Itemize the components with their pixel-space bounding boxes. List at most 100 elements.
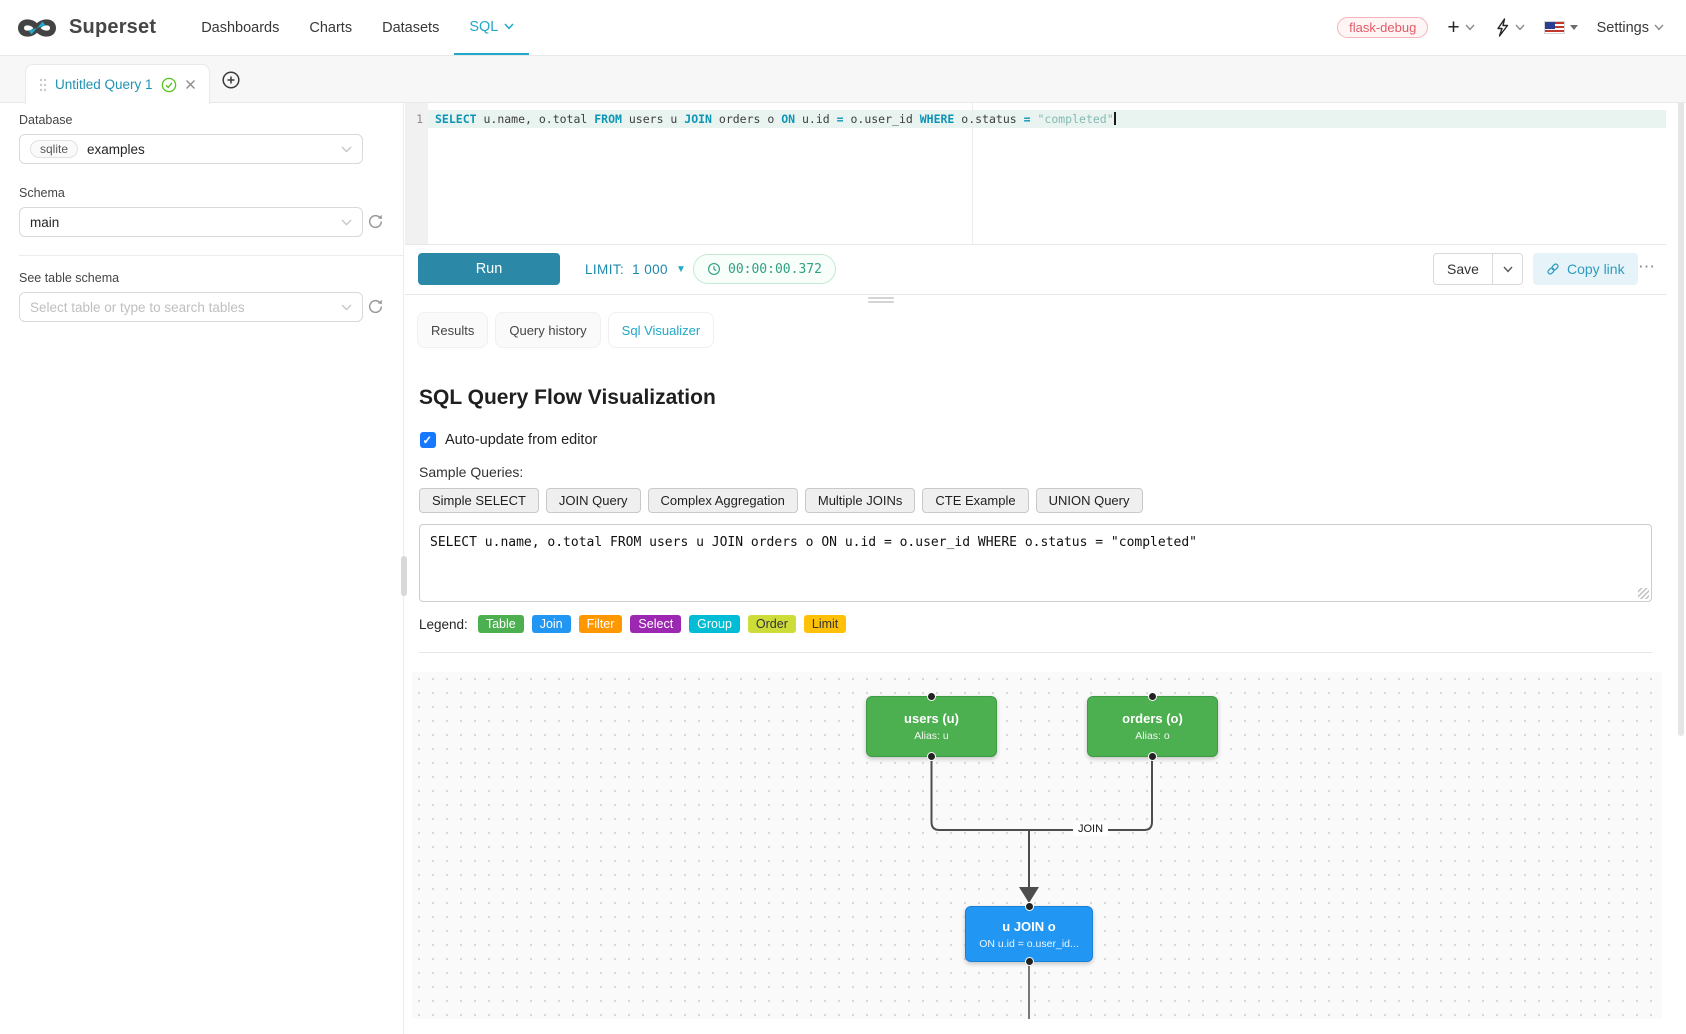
new-item-menu[interactable]: +: [1447, 17, 1475, 38]
query-tab[interactable]: Untitled Query 1: [25, 64, 210, 104]
chevron-down-icon: [1654, 24, 1664, 31]
nav-item-label: Charts: [309, 19, 353, 36]
node-title: users (u): [904, 711, 959, 726]
vertical-scrollbar[interactable]: [1678, 96, 1684, 736]
nav-item-sql[interactable]: SQL: [454, 0, 530, 55]
new-query-tab-button[interactable]: [222, 71, 240, 89]
close-tab-icon[interactable]: [185, 79, 196, 90]
database-select[interactable]: sqlite examples: [19, 134, 363, 164]
node-title: u JOIN o: [1002, 918, 1056, 934]
legend-chip-group: Group: [689, 615, 740, 633]
auto-update-label: Auto-update from editor: [445, 432, 598, 448]
main-nav: Dashboards Charts Datasets SQL: [186, 0, 530, 55]
visualizer-title: SQL Query Flow Visualization: [419, 386, 716, 409]
sql-token: users u: [621, 112, 685, 126]
nav-item-datasets[interactable]: Datasets: [367, 0, 454, 55]
query-history-menu[interactable]: [1494, 18, 1525, 37]
sample-button-simple-select[interactable]: Simple SELECT: [419, 488, 539, 513]
sql-editor[interactable]: 1 SELECT u.name, o.total FROM users u JO…: [405, 103, 1666, 245]
schema-label: Schema: [19, 186, 65, 200]
environment-tag: flask-debug: [1337, 17, 1429, 38]
copy-link-button[interactable]: Copy link: [1533, 253, 1638, 285]
superset-logo[interactable]: Superset: [14, 15, 156, 41]
drag-handle-icon: [39, 78, 47, 91]
sql-token: JOIN: [684, 112, 712, 126]
query-flow-canvas[interactable]: JOIN users (u)Alias: u orders (o)Alias: o…: [412, 672, 1662, 1019]
flow-node-users[interactable]: users (u)Alias: u: [866, 692, 997, 761]
table-select[interactable]: Select table or type to search tables: [19, 292, 363, 322]
save-button[interactable]: Save: [1433, 253, 1493, 285]
more-actions-button[interactable]: ⋯: [1638, 257, 1656, 276]
schema-select[interactable]: main: [19, 207, 363, 237]
sql-token: FROM: [594, 112, 622, 126]
query-text-input[interactable]: SELECT u.name, o.total FROM users u JOIN…: [419, 524, 1652, 602]
run-button[interactable]: Run: [418, 253, 560, 285]
sidebar-divider: [19, 255, 404, 256]
nav-item-label: SQL: [469, 18, 499, 35]
nav-item-charts[interactable]: Charts: [294, 0, 367, 55]
sql-token: SELECT: [435, 112, 477, 126]
editor-results-divider: [405, 294, 1666, 295]
sample-button-cte-example[interactable]: CTE Example: [922, 488, 1029, 513]
schema-value: main: [30, 214, 60, 230]
tab-query-history[interactable]: Query history: [495, 312, 601, 348]
legend-chip-order: Order: [747, 615, 796, 633]
auto-update-toggle[interactable]: Auto-update from editor: [420, 432, 597, 448]
flow-edges: [930, 757, 1153, 1019]
tab-results[interactable]: Results: [417, 312, 489, 348]
sample-button-join-query[interactable]: JOIN Query: [545, 488, 641, 513]
settings-label: Settings: [1596, 19, 1649, 36]
nav-item-dashboards[interactable]: Dashboards: [186, 0, 294, 55]
tab-sql-visualizer[interactable]: Sql Visualizer: [607, 312, 715, 348]
sqllab-sidebar: Database sqlite examples Schema main See…: [0, 103, 404, 1034]
legend-chip-select: Select: [630, 615, 682, 633]
sql-token: u.name, o.total: [476, 112, 595, 126]
language-picker[interactable]: [1543, 21, 1578, 34]
query-tabstrip: Untitled Query 1: [0, 56, 1686, 104]
superset-infinity-icon: [18, 18, 56, 37]
link-icon: [1547, 263, 1559, 275]
sidebar-resize-handle[interactable]: [401, 556, 407, 596]
sql-token: ON: [781, 112, 796, 126]
legend-chip-join: Join: [531, 615, 571, 633]
clock-icon: [708, 263, 720, 275]
sample-button-multiple-joins[interactable]: Multiple JOINs: [804, 488, 916, 513]
refresh-tables-button[interactable]: [367, 298, 384, 315]
text-cursor: [1113, 112, 1116, 125]
node-subtitle: Alias: o: [1135, 730, 1170, 742]
refresh-icon: [368, 299, 383, 314]
editor-gutter: 1: [405, 103, 428, 244]
sql-token: u.id: [795, 112, 837, 126]
textarea-resize-grip[interactable]: [1638, 588, 1649, 599]
content-divider: [419, 652, 1652, 653]
sql-token: =: [836, 112, 844, 126]
line-number: 1: [416, 112, 423, 126]
query-tab-title: Untitled Query 1: [55, 77, 153, 92]
navbar-right: flask-debug + Settings: [1337, 17, 1664, 38]
query-timer: 00:00:00.372: [693, 254, 836, 284]
flow-node-orders[interactable]: orders (o)Alias: o: [1087, 692, 1218, 761]
checkbox-checked-icon[interactable]: [420, 432, 436, 448]
us-flag-icon: [1543, 21, 1565, 34]
sql-token: o.user_id: [843, 112, 920, 126]
sample-button-complex-aggregation[interactable]: Complex Aggregation: [647, 488, 798, 513]
limit-value: 1 000: [632, 261, 668, 277]
pane-resize-handle[interactable]: [868, 297, 894, 305]
sample-queries-label: Sample Queries:: [419, 464, 524, 480]
timer-value: 00:00:00.372: [728, 261, 822, 277]
limit-dropdown[interactable]: LIMIT: 1 000 ▼: [585, 253, 686, 285]
refresh-schema-button[interactable]: [367, 213, 384, 230]
chevron-down-icon: [1515, 24, 1525, 31]
save-options-button[interactable]: [1492, 253, 1523, 285]
lightning-bolt-icon: [1496, 18, 1508, 37]
nav-item-label: Dashboards: [201, 19, 280, 36]
copy-link-label: Copy link: [1567, 261, 1625, 277]
chevron-down-icon: [341, 304, 352, 311]
settings-menu[interactable]: Settings: [1597, 20, 1664, 36]
sample-button-union-query[interactable]: UNION Query: [1035, 488, 1143, 513]
top-navbar: Superset Dashboards Charts Datasets SQL fla…: [0, 0, 1686, 56]
edge-label-join: JOIN: [1073, 822, 1109, 836]
